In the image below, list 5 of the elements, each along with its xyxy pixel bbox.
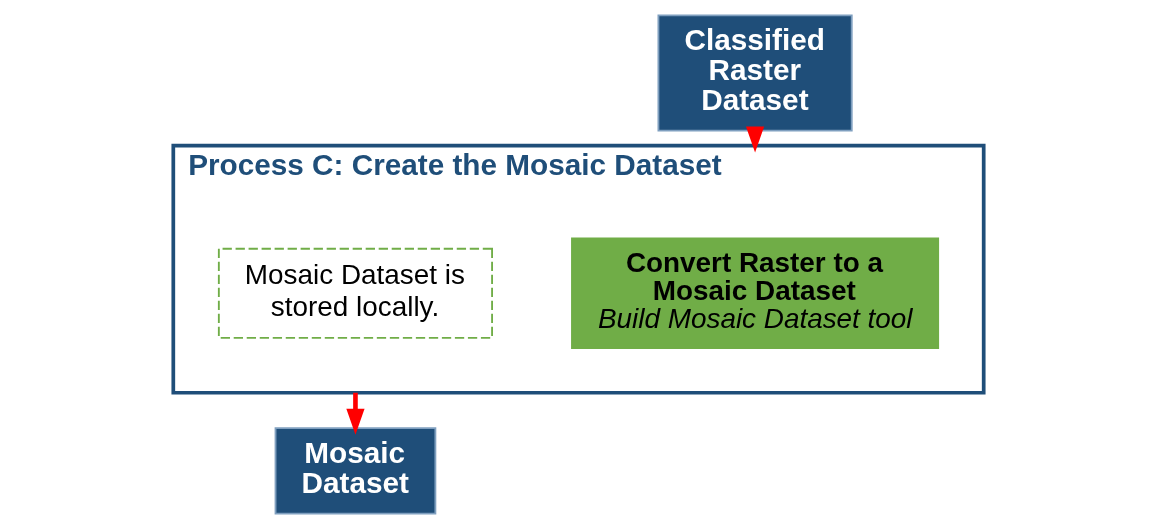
arrow xyxy=(745,126,765,153)
arrow xyxy=(346,392,365,435)
node-box: Mosaic Dataset is stored locally. xyxy=(217,247,493,339)
node-box: Convert Raster to a Mosaic Dataset Build Mosaic Dataset tool xyxy=(571,237,940,350)
node-box: Mosaic Dataset xyxy=(274,427,437,515)
